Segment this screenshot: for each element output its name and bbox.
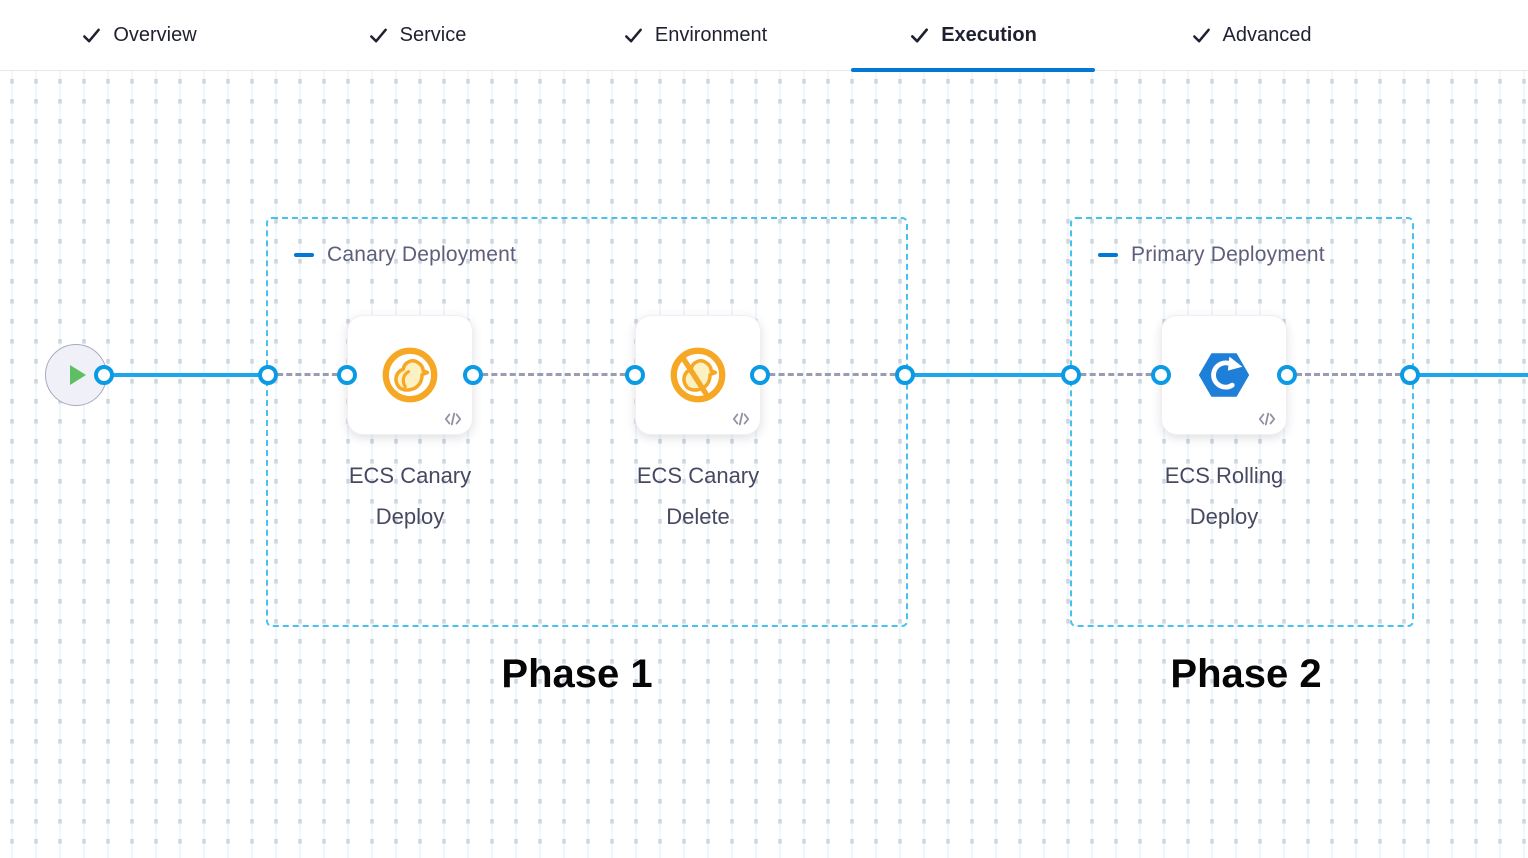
node-port[interactable] bbox=[1277, 365, 1297, 385]
node-port[interactable] bbox=[463, 365, 483, 385]
stage-group-primary[interactable]: Primary Deployment bbox=[1070, 217, 1414, 627]
dashed-connector-line bbox=[268, 373, 347, 376]
node-port[interactable] bbox=[94, 365, 114, 385]
step-card-ecs-canary-deploy[interactable] bbox=[347, 315, 473, 435]
connector-line bbox=[905, 373, 1071, 377]
dashed-connector-line bbox=[760, 373, 905, 376]
node-port[interactable] bbox=[1400, 365, 1420, 385]
node-port[interactable] bbox=[1151, 365, 1171, 385]
dashed-connector-line bbox=[1287, 373, 1410, 376]
tab-label: Execution bbox=[941, 23, 1037, 46]
checkmark-icon bbox=[83, 28, 101, 42]
connector-line bbox=[104, 373, 268, 377]
canary-bird-icon bbox=[382, 347, 438, 403]
step-card-ecs-canary-delete[interactable] bbox=[635, 315, 761, 435]
checkmark-icon bbox=[911, 27, 929, 43]
stage-group-header: Canary Deployment bbox=[294, 243, 516, 267]
dashed-connector-line bbox=[1071, 373, 1161, 376]
tab-execution[interactable]: Execution bbox=[834, 0, 1112, 72]
tab-label: Overview bbox=[113, 23, 197, 46]
canary-bird-slash-icon bbox=[670, 347, 726, 403]
stage-group-canary[interactable]: Canary Deployment bbox=[266, 217, 908, 627]
stage-group-title: Primary Deployment bbox=[1131, 243, 1325, 266]
tab-label: Environment bbox=[654, 23, 768, 46]
active-tab-underline bbox=[851, 68, 1095, 72]
checkmark-icon bbox=[624, 28, 642, 42]
step-name: ECS Canary Deploy bbox=[348, 463, 472, 529]
step-name: ECS Canary Delete bbox=[636, 463, 760, 529]
node-port[interactable] bbox=[895, 365, 915, 385]
tab-advanced[interactable]: Advanced bbox=[1112, 0, 1390, 70]
tab-environment[interactable]: Environment bbox=[556, 0, 834, 70]
stage-group-header: Primary Deployment bbox=[1098, 243, 1325, 267]
phase-1-label: Phase 1 bbox=[501, 652, 653, 696]
phase-2-label: Phase 2 bbox=[1170, 652, 1322, 696]
collapse-icon[interactable] bbox=[1098, 253, 1118, 257]
node-port[interactable] bbox=[337, 365, 357, 385]
step-card-ecs-rolling-deploy[interactable] bbox=[1161, 315, 1287, 435]
node-port[interactable] bbox=[750, 365, 770, 385]
pipeline-canvas[interactable]: Canary Deployment Primary Deployment bbox=[0, 71, 1528, 858]
grid-background bbox=[0, 71, 1528, 858]
collapse-icon[interactable] bbox=[294, 253, 314, 257]
checkmark-icon bbox=[1192, 28, 1210, 42]
tab-label: Advanced bbox=[1222, 23, 1312, 46]
tab-label: Service bbox=[399, 23, 467, 46]
checkmark-icon bbox=[369, 28, 387, 42]
node-port[interactable] bbox=[625, 365, 645, 385]
stage-group-title: Canary Deployment bbox=[327, 243, 516, 266]
step-name: ECS Rolling Deploy bbox=[1164, 463, 1284, 529]
play-icon bbox=[70, 365, 86, 385]
dashed-connector-line bbox=[473, 373, 635, 376]
tab-overview[interactable]: Overview bbox=[0, 0, 278, 70]
stage-tab-bar: Overview Service Environment Execution A… bbox=[0, 0, 1528, 72]
connector-line bbox=[1410, 373, 1528, 377]
ecs-hexagon-refresh-icon bbox=[1198, 353, 1250, 397]
node-port[interactable] bbox=[258, 365, 278, 385]
tab-service[interactable]: Service bbox=[278, 0, 556, 70]
code-badge-icon bbox=[732, 412, 750, 426]
node-port[interactable] bbox=[1061, 365, 1081, 385]
code-badge-icon bbox=[444, 412, 462, 426]
code-badge-icon bbox=[1258, 412, 1276, 426]
